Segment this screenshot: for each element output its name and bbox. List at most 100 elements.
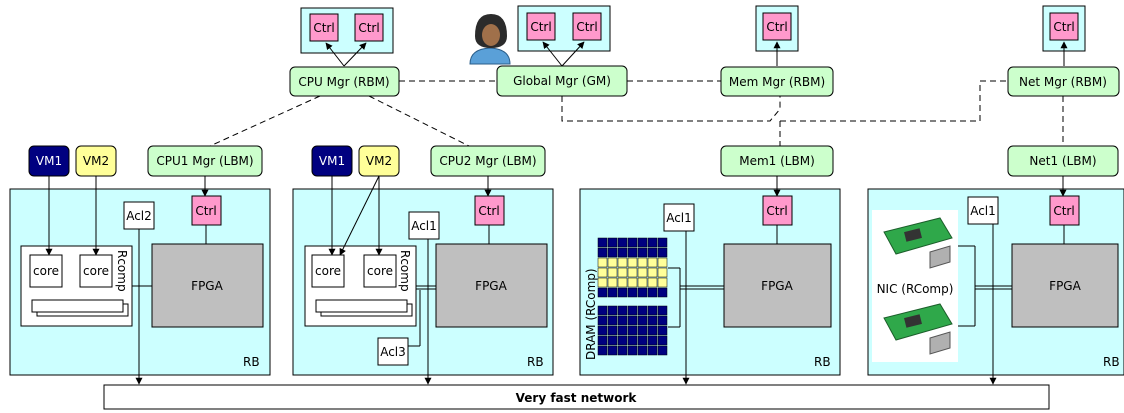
ctrl-label: Ctrl [1053, 20, 1074, 34]
dram-cell [597, 237, 608, 248]
dram-cell [597, 345, 608, 356]
dram-cell [647, 305, 658, 316]
dram-cell [607, 315, 618, 326]
ctrl-global-a [526, 12, 556, 41]
cpu1-mgr-label: CPU1 Mgr (LBM) [156, 154, 253, 168]
ctrl-label: Ctrl [195, 204, 216, 218]
dram-cell [627, 315, 638, 326]
acl1-box-rack3 [663, 203, 695, 232]
rb-label-4: RB [1103, 355, 1120, 369]
dram-cell [597, 315, 608, 326]
acl1-box-rack2 [408, 211, 440, 240]
dram-cell [597, 257, 608, 268]
acl3-label: Acl3 [380, 345, 406, 359]
dram-cell [607, 267, 618, 278]
ctrl-label: Ctrl [766, 204, 787, 218]
core-rack2-a [311, 254, 345, 288]
dram-cell [657, 287, 668, 298]
ctrl-label: Ctrl [766, 20, 787, 34]
ctrl-label: Ctrl [1053, 204, 1074, 218]
dram-cell [597, 267, 608, 278]
vm1-label: VM1 [319, 154, 345, 168]
network-label: Very fast network [516, 391, 638, 405]
core-rack1-b [79, 254, 113, 288]
fpga-label: FPGA [1049, 279, 1081, 293]
dram-cell [637, 335, 648, 346]
dram-cell [607, 325, 618, 336]
rcomp-label: Rcomp [115, 250, 129, 292]
rb-label-3: RB [814, 355, 831, 369]
ctrl-label: Ctrl [358, 21, 379, 35]
dram-cell [627, 335, 638, 346]
ctrl-rack4 [1049, 195, 1080, 226]
dram-cell [597, 325, 608, 336]
dram-cell [657, 305, 668, 316]
core-label: core [367, 264, 393, 278]
nic-label: NIC (RComp) [877, 282, 954, 296]
dram-cell [647, 325, 658, 336]
nic-card-icon [883, 303, 953, 355]
dram-cell [637, 315, 648, 326]
dram-cell [597, 335, 608, 346]
dram-cell [597, 305, 608, 316]
acl2-label: Acl2 [126, 209, 152, 223]
cpu2-mgr-label: CPU2 Mgr (LBM) [439, 154, 536, 168]
ctrl-cpu-b [354, 13, 384, 42]
dram-cell [647, 345, 658, 356]
dram-cell [617, 345, 628, 356]
dram-cell [627, 325, 638, 336]
vm2-label: VM2 [366, 154, 392, 168]
dram-cell [617, 237, 628, 248]
dram-cell [617, 257, 628, 268]
dram-cell [597, 247, 608, 258]
dram-cell [637, 257, 648, 268]
fpga-rack3 [723, 243, 832, 328]
dram-cell [647, 335, 658, 346]
mem-mgr-label: Mem Mgr (RBM) [729, 75, 825, 89]
vm2-label: VM2 [83, 154, 109, 168]
nic-card-icon [883, 217, 953, 269]
dram-cell [627, 287, 638, 298]
dram-cell [617, 267, 628, 278]
dram-cell [627, 305, 638, 316]
dram-cell [617, 287, 628, 298]
dram-cell [617, 247, 628, 258]
acl1-label: Acl1 [666, 211, 692, 225]
dram-cell [657, 247, 668, 258]
rb-label-1: RB [243, 355, 260, 369]
ctrl-label: Ctrl [313, 21, 334, 35]
dram-cell [647, 257, 658, 268]
dram-cell [627, 277, 638, 288]
dram-cell [607, 287, 618, 298]
dram-cell [637, 267, 648, 278]
dram-cell [627, 247, 638, 258]
ctrl-cpu-a [309, 13, 339, 42]
dram-cell [607, 305, 618, 316]
dram-cell [637, 237, 648, 248]
dram-cell [597, 287, 608, 298]
network-bar [103, 384, 1050, 410]
dram-cell [657, 237, 668, 248]
dram-cell [627, 237, 638, 248]
dram-cell [607, 247, 618, 258]
core-label: core [83, 264, 109, 278]
dram-cell [637, 247, 648, 258]
dram-cell [607, 335, 618, 346]
net1-mgr-label: Net1 (LBM) [1029, 154, 1096, 168]
dram-cell [617, 277, 628, 288]
dram-cell [647, 237, 658, 248]
dram-chips [597, 237, 668, 356]
ctrl-net [1049, 12, 1079, 41]
dram-cell [657, 325, 668, 336]
dram-cell [647, 267, 658, 278]
rb-label-2: RB [527, 355, 544, 369]
core-label: core [315, 264, 341, 278]
dram-cell [617, 335, 628, 346]
rcomp-label: Rcomp [398, 250, 412, 292]
acl1-label: Acl1 [970, 204, 996, 218]
fpga-rack1 [151, 243, 264, 328]
vm1-label: VM1 [36, 154, 62, 168]
dram-cell [647, 277, 658, 288]
acl1-box-rack4 [967, 196, 999, 225]
